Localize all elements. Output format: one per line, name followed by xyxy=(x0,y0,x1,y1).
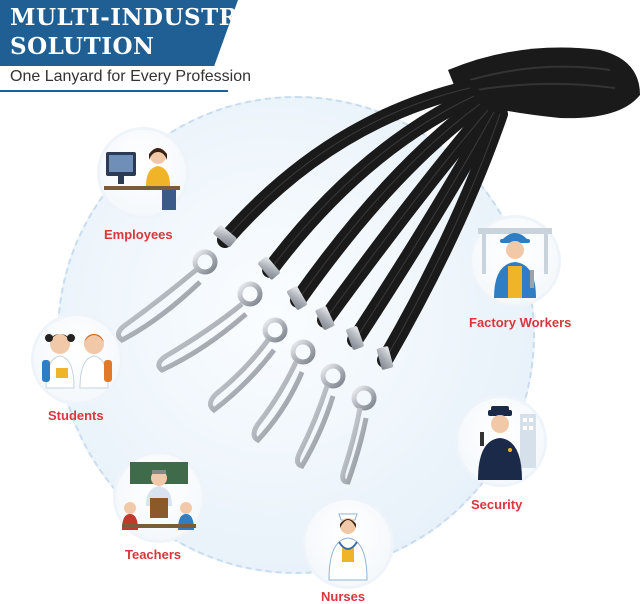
lanyard-strap-6 xyxy=(377,106,508,368)
subtitle: One Lanyard for Every Profession xyxy=(10,68,252,85)
title-banner xyxy=(0,0,238,66)
lanyard-knot xyxy=(448,47,640,119)
subtitle-underline xyxy=(0,90,228,92)
teachers-label: Teachers xyxy=(125,547,182,562)
employees-circle xyxy=(100,130,186,216)
nurses-label: Nurses xyxy=(321,589,366,604)
security-label: Security xyxy=(471,497,523,512)
swivel-hook-6 xyxy=(340,346,394,485)
swivel-hook-5 xyxy=(294,326,364,469)
security-circle xyxy=(458,398,544,484)
factory-workers-label: Factory Workers xyxy=(469,315,572,330)
factory-workers-circle xyxy=(472,218,558,304)
students-circle xyxy=(34,316,120,402)
nurses-circle xyxy=(305,500,391,586)
students-label: Students xyxy=(48,408,104,423)
nurse-icon xyxy=(328,513,368,581)
title-line-2: SOLUTION xyxy=(10,33,155,60)
security-guard-icon xyxy=(478,406,536,480)
swivel-hook-1 xyxy=(116,225,237,343)
employees-label: Employees xyxy=(104,227,173,242)
swivel-hook-2 xyxy=(156,256,280,373)
factory-worker-icon xyxy=(478,228,552,298)
students-icon xyxy=(42,334,112,389)
swivel-hook-3 xyxy=(208,286,307,414)
office-worker-icon xyxy=(104,148,180,210)
teacher-icon xyxy=(122,462,196,530)
teachers-circle xyxy=(116,454,202,540)
swivel-hook-4 xyxy=(251,306,335,444)
title-line-1: MULTI-INDUSTRY xyxy=(10,4,255,31)
